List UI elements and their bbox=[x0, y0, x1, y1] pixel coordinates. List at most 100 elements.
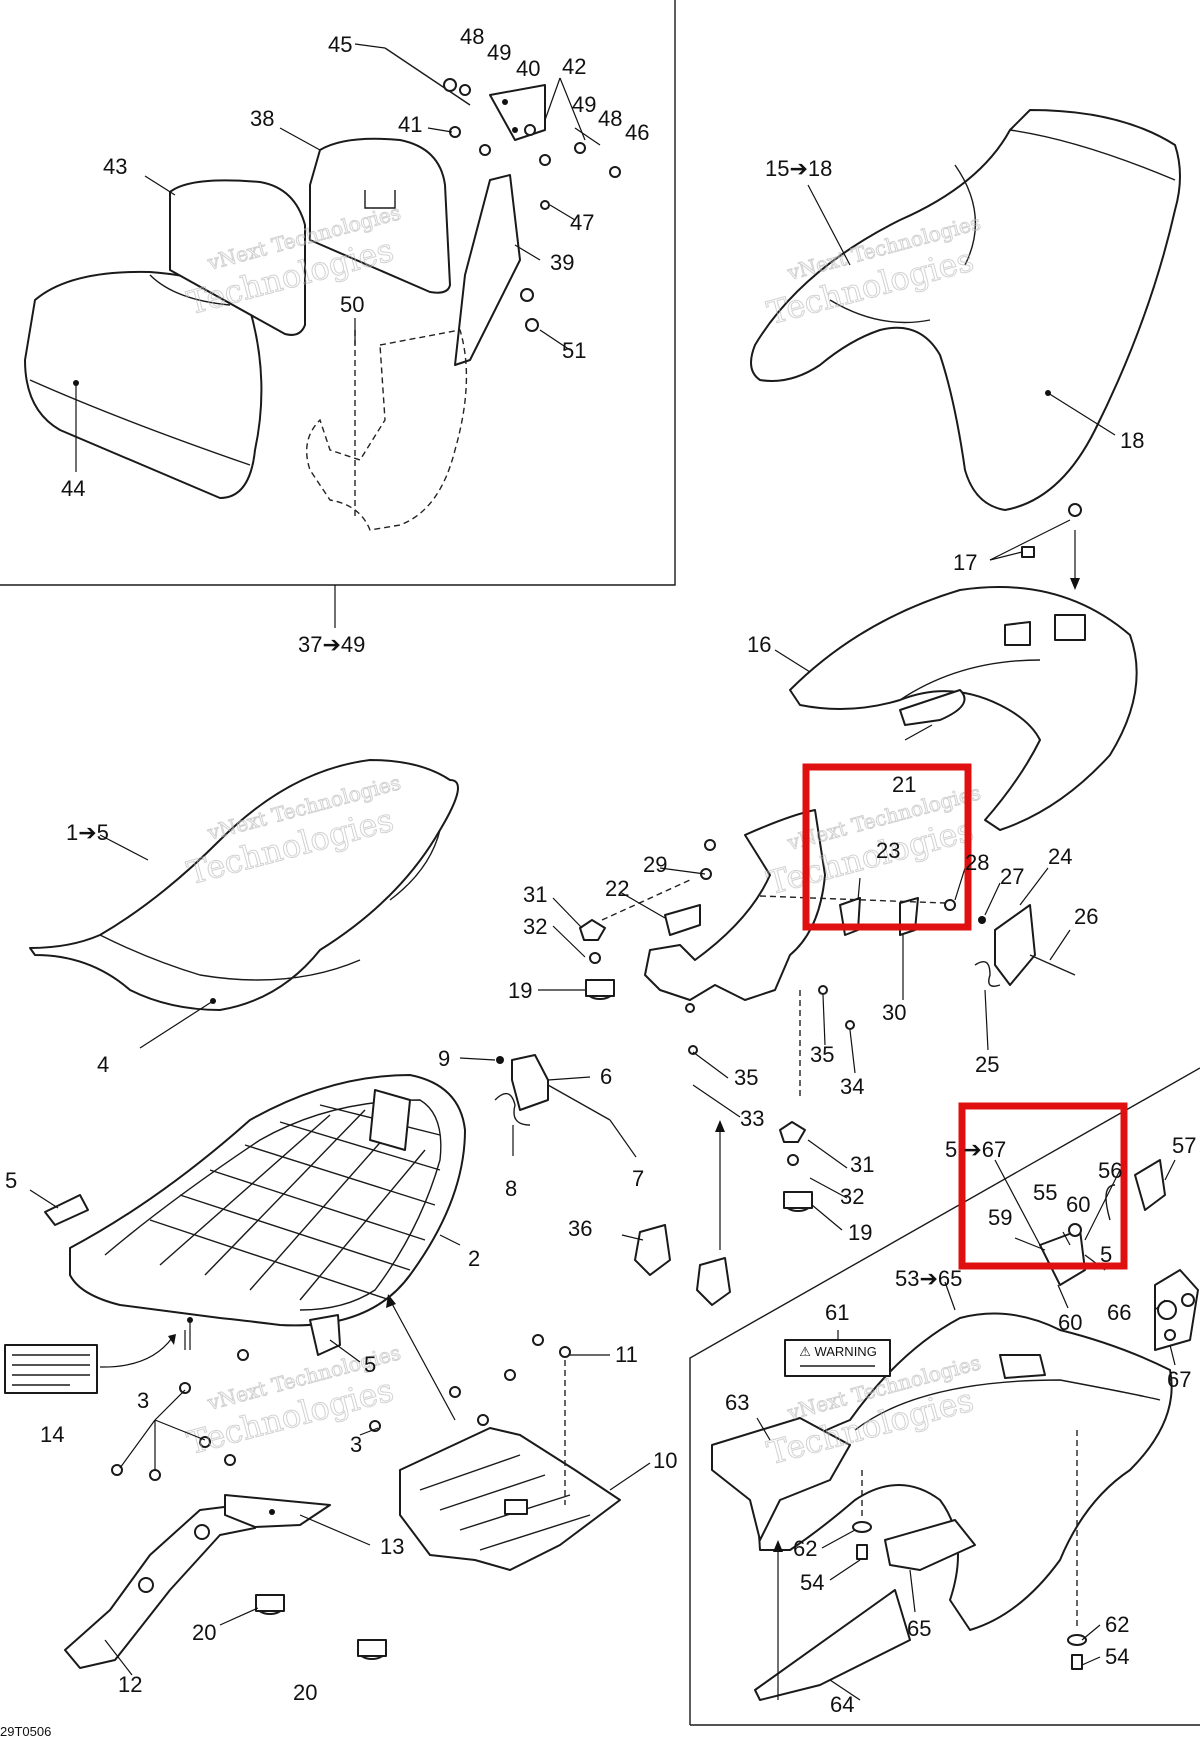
highlight-box-latch bbox=[802, 763, 972, 931]
backrest-bracket bbox=[384, 47, 621, 366]
callout-35: 35 bbox=[810, 1042, 834, 1067]
callout-13: 13 bbox=[380, 1534, 404, 1559]
callout-12: 12 bbox=[118, 1672, 142, 1697]
rear-seat-decal: ⚠ WARNING bbox=[784, 1339, 891, 1377]
callout-2: 2 bbox=[468, 1246, 480, 1271]
callout-21: 21 bbox=[892, 772, 916, 797]
callout-37-49: 37➔49 bbox=[298, 632, 365, 657]
callout-25: 25 bbox=[975, 1052, 999, 1077]
callout-60: 60 bbox=[1066, 1192, 1090, 1217]
callout-57: 57 bbox=[1172, 1133, 1196, 1158]
callout-17: 17 bbox=[953, 550, 977, 575]
leader-lines bbox=[29, 43, 1176, 1701]
callout-61: 61 bbox=[825, 1300, 849, 1325]
backrest-plate bbox=[309, 137, 451, 294]
seat-base bbox=[789, 503, 1138, 831]
seat-decal bbox=[4, 1334, 176, 1394]
callout-15-18: 15➔18 bbox=[765, 156, 832, 181]
callout-55-67: 5 ➔67 bbox=[945, 1137, 1006, 1162]
callout-18: 18 bbox=[1120, 428, 1144, 453]
rear-fasteners bbox=[773, 1430, 1087, 1700]
callout-44: 44 bbox=[61, 476, 85, 501]
callout-55: 55 bbox=[1033, 1180, 1057, 1205]
callout-8: 8 bbox=[505, 1176, 517, 1201]
callout-6: 6 bbox=[600, 1064, 612, 1089]
callout-28: 28 bbox=[965, 850, 989, 875]
callout-62: 62 bbox=[793, 1536, 817, 1561]
callout-29: 29 bbox=[643, 852, 667, 877]
latch-assembly bbox=[759, 895, 1076, 987]
callout-1-5: 1➔5 bbox=[66, 820, 109, 845]
callout-66: 66 bbox=[1107, 1300, 1131, 1325]
callout-3: 3 bbox=[137, 1388, 149, 1413]
callout-19: 19 bbox=[508, 978, 532, 1003]
callout-56: 56 bbox=[1098, 1158, 1122, 1183]
backrest-support-outline bbox=[306, 329, 468, 531]
callout-53-65: 53➔65 bbox=[895, 1266, 962, 1291]
callout-47: 47 bbox=[570, 210, 594, 235]
callout-54: 54 bbox=[800, 1570, 824, 1595]
highlight-box-rear-latch bbox=[958, 1102, 1128, 1270]
drawing-code: 29T0506 bbox=[0, 1724, 51, 1739]
latch-bracket bbox=[494, 1054, 611, 1126]
callout-65: 65 bbox=[907, 1616, 931, 1641]
callout-24: 24 bbox=[1048, 844, 1072, 869]
callout-36: 36 bbox=[568, 1216, 592, 1241]
backrest-cushion bbox=[24, 270, 263, 499]
callout-31: 31 bbox=[850, 1152, 874, 1177]
callout-51: 51 bbox=[562, 338, 586, 363]
backrest-frame bbox=[0, 0, 676, 628]
callout-10: 10 bbox=[653, 1448, 677, 1473]
callout-49: 49 bbox=[572, 92, 596, 117]
bumpers bbox=[255, 919, 813, 1660]
backrest-pad bbox=[169, 179, 306, 336]
callout-32: 32 bbox=[523, 914, 547, 939]
driver-seat-cover bbox=[750, 109, 1181, 511]
callout-14: 14 bbox=[40, 1422, 64, 1447]
callout-35: 35 bbox=[734, 1065, 758, 1090]
callout-26: 26 bbox=[1074, 904, 1098, 929]
callout-4: 4 bbox=[97, 1052, 109, 1077]
callout-3: 3 bbox=[350, 1432, 362, 1457]
front-seat-cover bbox=[29, 759, 459, 1011]
underseat-panel bbox=[399, 1427, 621, 1571]
callout-40: 40 bbox=[516, 56, 540, 81]
callout-39: 39 bbox=[550, 250, 574, 275]
callout-9: 9 bbox=[438, 1046, 450, 1071]
callout-27: 27 bbox=[1000, 864, 1024, 889]
callout-42: 42 bbox=[562, 54, 586, 79]
callout-59: 59 bbox=[988, 1205, 1012, 1230]
callout-43: 43 bbox=[103, 154, 127, 179]
callout-7: 7 bbox=[632, 1166, 644, 1191]
front-seat-base bbox=[69, 1074, 466, 1327]
callout-38: 38 bbox=[250, 106, 274, 131]
callout-62: 62 bbox=[1105, 1612, 1129, 1637]
rear-seat-frame bbox=[689, 1067, 1200, 1726]
callout-34: 34 bbox=[840, 1074, 864, 1099]
callout-49: 49 bbox=[487, 40, 511, 65]
seat-pads bbox=[44, 1120, 731, 1421]
callout-30: 30 bbox=[882, 1000, 906, 1025]
callout-5: 5 bbox=[1100, 1242, 1112, 1267]
callout-23: 23 bbox=[876, 838, 900, 863]
callout-50: 50 bbox=[340, 292, 364, 317]
callout-48: 48 bbox=[460, 24, 484, 49]
callout-20: 20 bbox=[192, 1620, 216, 1645]
callout-67: 67 bbox=[1167, 1367, 1191, 1392]
callout-41: 41 bbox=[398, 112, 422, 137]
callout-5: 5 bbox=[364, 1352, 376, 1377]
callout-32: 32 bbox=[840, 1184, 864, 1209]
callout-5: 5 bbox=[5, 1168, 17, 1193]
callout-54: 54 bbox=[1105, 1644, 1129, 1669]
callout-63: 63 bbox=[725, 1390, 749, 1415]
callout-45: 45 bbox=[328, 32, 352, 57]
callout-22: 22 bbox=[605, 876, 629, 901]
seat-mat bbox=[64, 1494, 331, 1669]
callout-46: 46 bbox=[625, 120, 649, 145]
callout-60: 60 bbox=[1058, 1310, 1082, 1335]
part-labels: 45 48 49 40 42 49 48 46 38 41 43 47 39 5… bbox=[0, 24, 1196, 1739]
center-bracket bbox=[601, 809, 826, 1100]
callout-33: 33 bbox=[740, 1106, 764, 1131]
seat-grid-lines bbox=[149, 1104, 441, 1301]
